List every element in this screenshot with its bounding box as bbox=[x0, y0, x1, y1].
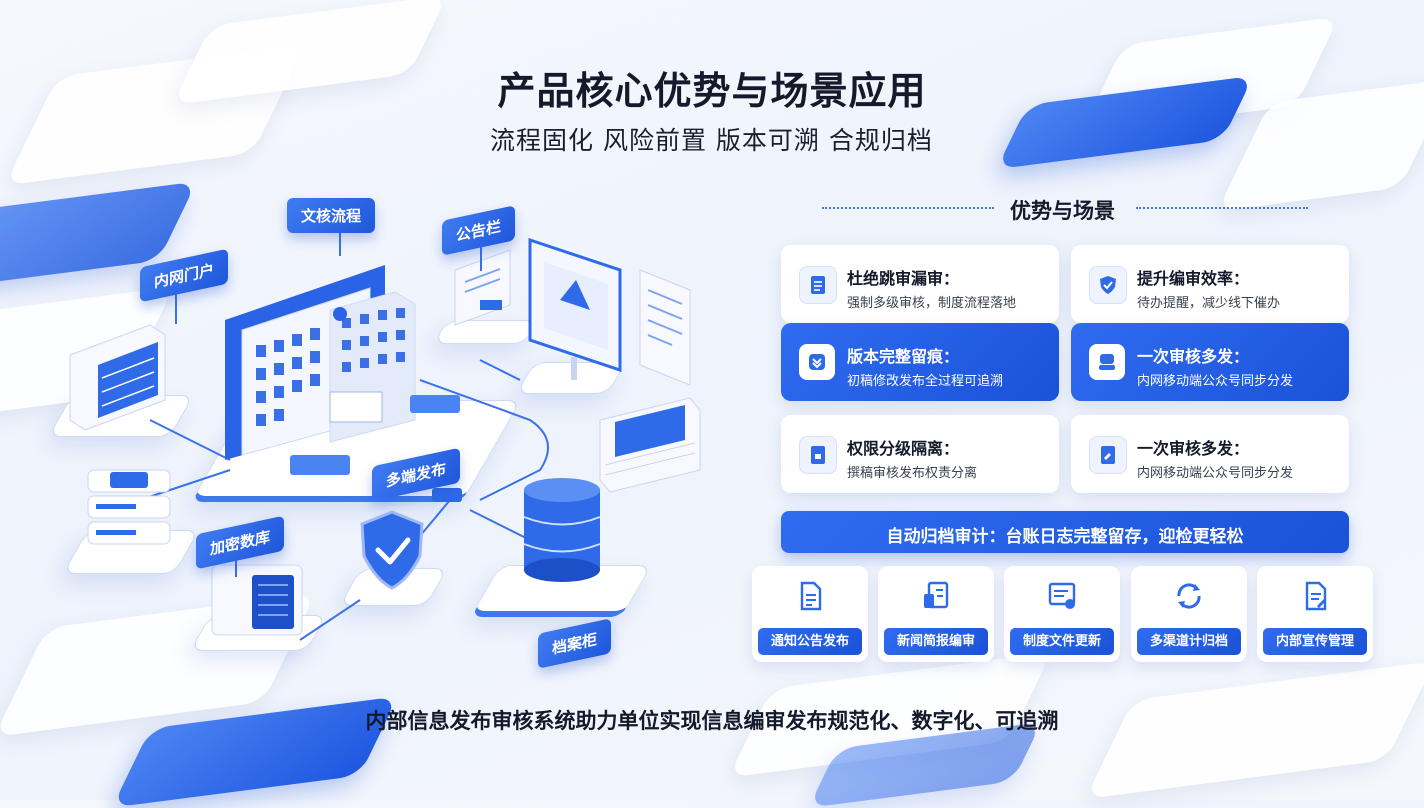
scenario-label: 内部宣传管理 bbox=[1263, 628, 1367, 655]
scenario-card: 通知公告发布 bbox=[752, 566, 868, 662]
scenario-card: 制度文件更新 bbox=[1004, 566, 1120, 662]
tag-stem bbox=[480, 245, 482, 271]
vault-icon bbox=[211, 564, 303, 636]
audit-banner-text: 自动归档审计：台账日志完整留存，迎检更轻松 bbox=[886, 527, 1244, 547]
advantage-card: 杜绝跳审漏审： 强制多级审核，制度流程落地 bbox=[781, 245, 1059, 323]
monitor-icon bbox=[528, 237, 622, 380]
card-title: 提升编审效率： bbox=[1137, 269, 1250, 288]
shield-check-icon bbox=[1089, 266, 1127, 304]
card-title: 杜绝跳审漏审： bbox=[847, 269, 960, 288]
stamp-icon bbox=[1089, 344, 1125, 380]
server-rack-icon bbox=[69, 324, 166, 431]
scenario-label: 新闻简报编审 bbox=[884, 628, 988, 655]
advantage-card: 版本完整留痕： 初稿修改发布全过程可追溯 bbox=[781, 323, 1059, 401]
layers-down-icon bbox=[799, 344, 835, 380]
database-icon bbox=[523, 478, 601, 582]
building-icon bbox=[225, 265, 416, 460]
bulletin-board-icon bbox=[454, 249, 511, 326]
advantage-card: 提升编审效率： 待办提醒，减少线下催办 bbox=[1071, 245, 1349, 323]
tag-stem bbox=[235, 555, 237, 577]
card-title: 一次审核多发： bbox=[1137, 347, 1250, 366]
page-subtitle: 流程固化 风险前置 版本可溯 合规归档 bbox=[490, 126, 933, 155]
data-block-icon bbox=[290, 395, 460, 475]
heading-divider-left bbox=[822, 207, 994, 209]
scenario-card: 新闻简报编审 bbox=[878, 566, 994, 662]
footer-tagline: 内部信息发布审核系统助力单位实现信息编审发布规范化、数字化、可追溯 bbox=[365, 709, 1059, 733]
notice-document-icon bbox=[792, 578, 828, 614]
advantage-card: 一次审核多发： 内网移动端公众号同步分发 bbox=[1071, 415, 1349, 493]
tag-stem bbox=[339, 230, 341, 256]
page-title: 产品核心优势与场景应用 bbox=[497, 69, 927, 113]
card-desc: 初稿修改发布全过程可追溯 bbox=[847, 374, 1004, 389]
scenario-card: 多渠道计归档 bbox=[1131, 566, 1247, 662]
promo-document-icon bbox=[1297, 578, 1333, 614]
scenario-label: 多渠道计归档 bbox=[1137, 628, 1241, 655]
audit-banner: 自动归档审计：台账日志完整留存，迎检更轻松 bbox=[781, 511, 1349, 553]
policy-file-icon bbox=[1044, 578, 1080, 614]
card-desc: 内网移动端公众号同步分发 bbox=[1137, 374, 1294, 389]
card-title: 一次审核多发： bbox=[1137, 439, 1250, 458]
document-icon bbox=[639, 269, 691, 386]
card-desc: 待办提醒，减少线下催办 bbox=[1137, 296, 1281, 311]
tag-review-flow: 文核流程 bbox=[287, 198, 376, 233]
scenario-card: 内部宣传管理 bbox=[1257, 566, 1373, 662]
sync-icon bbox=[1171, 578, 1207, 614]
document-edit-icon bbox=[1089, 436, 1127, 474]
card-desc: 强制多级审核，制度流程落地 bbox=[847, 296, 1017, 311]
card-title: 版本完整留痕： bbox=[847, 347, 960, 366]
news-edit-icon bbox=[918, 578, 954, 614]
shield-check-icon bbox=[360, 510, 424, 590]
scenario-label: 制度文件更新 bbox=[1010, 628, 1114, 655]
heading-divider-right bbox=[1136, 207, 1308, 209]
card-desc: 撰稿审核发布权责分离 bbox=[847, 466, 978, 481]
scene-graphics bbox=[69, 237, 701, 641]
stacked-servers-icon bbox=[87, 469, 171, 545]
card-desc: 内网移动端公众号同步分发 bbox=[1137, 466, 1294, 481]
advantage-card: 权限分级隔离： 撰稿审核发布权责分离 bbox=[781, 415, 1059, 493]
scenario-label: 通知公告发布 bbox=[758, 628, 862, 655]
section-heading: 优势与场景 bbox=[1010, 199, 1115, 223]
connector-icon bbox=[432, 488, 462, 502]
paper-stack-icon bbox=[599, 397, 701, 493]
document-lock-icon bbox=[799, 436, 837, 474]
card-title: 权限分级隔离： bbox=[847, 439, 960, 458]
tag-stem bbox=[175, 290, 177, 324]
advantage-card: 一次审核多发： 内网移动端公众号同步分发 bbox=[1071, 323, 1349, 401]
document-list-icon bbox=[799, 266, 837, 304]
